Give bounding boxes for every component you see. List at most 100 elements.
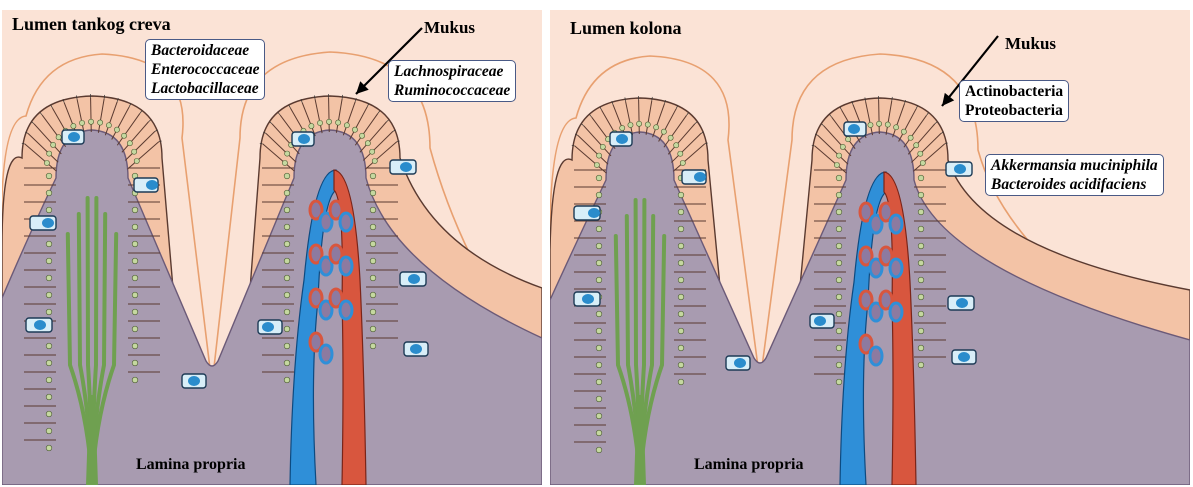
cell-nucleus — [46, 173, 52, 179]
right-bacteria-box-a: Actinobacteria Proteobacteria — [959, 80, 1069, 122]
cell-nucleus — [620, 125, 625, 130]
capillary-loop — [890, 303, 902, 321]
goblet-cell-mucus-granule — [954, 164, 966, 174]
goblet-cell-mucus-granule — [958, 352, 970, 362]
cell-nucleus — [918, 151, 923, 156]
right-box-a-item: Proteobacteria — [965, 101, 1063, 120]
cell-nucleus — [132, 275, 138, 281]
left-mucus-label: Mukus — [424, 18, 475, 38]
cell-nucleus — [132, 377, 138, 383]
cell-nucleus — [645, 122, 650, 127]
cell-nucleus — [46, 394, 52, 400]
cell-nucleus — [834, 162, 839, 167]
cell-nucleus — [127, 141, 132, 146]
goblet-cell-mucus-granule — [956, 298, 968, 308]
cell-nucleus — [132, 258, 138, 264]
cell-nucleus — [674, 143, 679, 148]
cell-nucleus — [284, 360, 290, 366]
cell-nucleus — [370, 173, 376, 179]
cell-nucleus — [309, 123, 314, 128]
cell-nucleus — [132, 224, 138, 230]
cell-nucleus — [284, 275, 290, 281]
cell-nucleus — [98, 120, 103, 125]
cell-nucleus — [836, 243, 842, 249]
cell-nucleus — [596, 175, 602, 181]
cell-nucleus — [326, 119, 331, 124]
cell-nucleus — [920, 160, 925, 165]
colon-panel: Lumen kolona Mukus Lamina propria Actino… — [550, 10, 1190, 485]
cell-nucleus — [47, 151, 52, 156]
cell-nucleus — [284, 241, 290, 247]
cell-nucleus — [132, 309, 138, 315]
small-intestine-title: Lumen tankog creva — [12, 14, 171, 35]
cell-nucleus — [654, 125, 659, 130]
goblet-cell-mucus-granule — [616, 134, 628, 144]
cell-nucleus — [51, 142, 56, 147]
colon-title: Lumen kolona — [570, 18, 682, 39]
left-bacteria-box-b: Lachnospiraceae Ruminococcaceae — [388, 60, 516, 102]
cell-nucleus — [370, 241, 376, 247]
goblet-cell-mucus-granule — [146, 180, 158, 190]
cell-nucleus — [46, 360, 52, 366]
left-lamina-propria-label: Lamina propria — [136, 456, 246, 474]
cell-nucleus — [285, 151, 290, 156]
cell-nucleus — [918, 243, 924, 249]
cell-nucleus — [370, 309, 376, 315]
cell-nucleus — [114, 127, 119, 132]
cell-nucleus — [284, 343, 290, 349]
cell-nucleus — [596, 447, 602, 453]
cell-nucleus — [46, 445, 52, 451]
cell-nucleus — [56, 135, 61, 140]
goblet-cell-mucus-granule — [262, 322, 274, 332]
cell-nucleus — [918, 311, 924, 317]
capillary-loop — [340, 213, 352, 231]
cell-nucleus — [594, 162, 599, 167]
cell-nucleus — [370, 326, 376, 332]
cell-nucleus — [596, 226, 602, 232]
cell-nucleus — [596, 328, 602, 334]
cell-border — [329, 98, 330, 132]
right-lamina-propria-label: Lamina propria — [694, 456, 804, 474]
goblet-cell-mucus-granule — [734, 358, 746, 368]
cell-nucleus — [359, 133, 364, 138]
cell-nucleus — [678, 151, 683, 156]
cell-nucleus — [46, 241, 52, 247]
cell-nucleus — [132, 149, 137, 154]
goblet-cell-mucus-granule — [848, 124, 860, 134]
cell-nucleus — [46, 207, 52, 213]
cell-nucleus — [678, 243, 684, 249]
right-box-b-item: Bacteroides acidifaciens — [991, 175, 1158, 194]
cell-nucleus — [132, 326, 138, 332]
cell-nucleus — [46, 292, 52, 298]
cell-nucleus — [596, 413, 602, 419]
cell-nucleus — [596, 396, 602, 402]
cell-nucleus — [628, 122, 633, 127]
cell-nucleus — [352, 127, 357, 132]
cell-border — [639, 100, 640, 134]
cell-nucleus — [901, 129, 906, 134]
cell-nucleus — [840, 144, 845, 149]
cell-nucleus — [836, 328, 842, 334]
cell-nucleus — [46, 190, 52, 196]
goblet-cell-mucus-granule — [42, 218, 54, 228]
cell-nucleus — [836, 379, 842, 385]
capillary-loop — [340, 301, 352, 319]
capillary-loop — [340, 257, 352, 275]
cell-nucleus — [596, 277, 602, 283]
cell-nucleus — [596, 192, 602, 198]
cell-nucleus — [132, 207, 138, 213]
right-bacteria-box-b: Akkermansia muciniphila Bacteroides acid… — [985, 154, 1164, 196]
cell-nucleus — [46, 309, 52, 315]
cell-nucleus — [678, 328, 684, 334]
cell-nucleus — [134, 158, 139, 163]
cell-nucleus — [596, 243, 602, 249]
cell-nucleus — [914, 143, 919, 148]
cell-nucleus — [46, 258, 52, 264]
cell-nucleus — [370, 275, 376, 281]
cell-border — [91, 98, 92, 132]
cell-nucleus — [836, 277, 842, 283]
cell-nucleus — [845, 137, 850, 142]
cell-nucleus — [44, 160, 49, 165]
cell-nucleus — [836, 192, 842, 198]
cell-nucleus — [284, 190, 290, 196]
